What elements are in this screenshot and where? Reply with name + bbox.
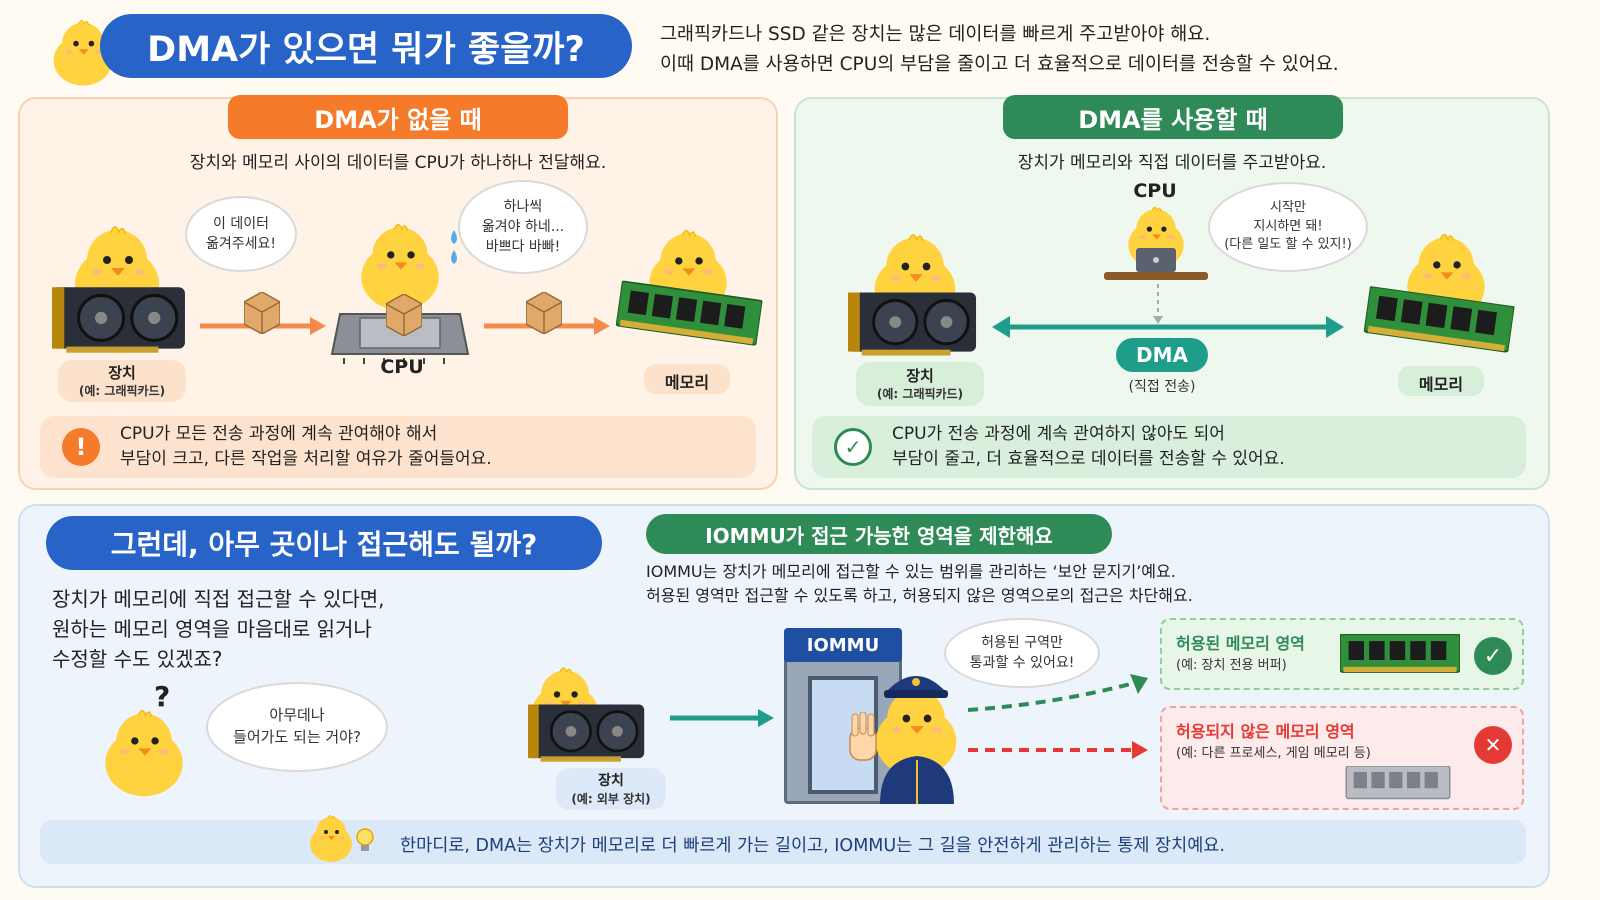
denied-dashed-arrow — [968, 741, 1148, 759]
cpu-bubble-line-3: 바쁘다 바빠! — [485, 239, 561, 256]
without-dma-note-line-1: CPU가 모든 전송 과정에 계속 관여해야 해서 — [120, 424, 438, 445]
stop-hand-icon — [849, 712, 877, 761]
allowed-memory-title: 허용된 메모리 영역 — [1176, 634, 1305, 653]
iommu-desc-line-1: IOMMU는 장치가 메모리에 접근할 수 있는 범위를 관리하는 ‘보안 문지… — [646, 562, 1176, 581]
with-dma-desc: 장치가 메모리와 직접 데이터를 주고받아요. — [1017, 153, 1327, 173]
access-bubble-line-2: 들어가도 되는 거야? — [233, 728, 361, 746]
cpu-bubble-line-2: 옮겨야 하네... — [481, 218, 565, 235]
graphics-card-icon — [52, 286, 187, 355]
arrow-device-to-iommu — [670, 709, 774, 727]
denied-memory-sub: (예: 다른 프로세스, 게임 메모리 등) — [1176, 746, 1371, 761]
guard-uniform — [880, 756, 954, 804]
iommu-desc: IOMMU는 장치가 메모리에 접근할 수 있는 범위를 관리하는 ‘보안 문지… — [646, 560, 1193, 608]
summary-bar — [40, 820, 1526, 864]
allowed-ram-icon — [1340, 634, 1460, 673]
access-question-line-3: 수정할 수도 있겠죠? — [52, 647, 223, 671]
device-label: 장치 — [108, 364, 136, 382]
laptop-desk-icon — [1104, 248, 1208, 280]
device-bubble-line-1: 이 데이터 — [213, 215, 269, 232]
external-device-sublabel: (예: 외부 장치) — [571, 792, 651, 806]
data-box-icon-2 — [526, 292, 562, 334]
sweat-icon — [451, 230, 457, 264]
dma-cpu-bubble-line-2: 지시하면 돼! — [1253, 218, 1323, 234]
dma-device-label: 장치 — [906, 367, 934, 385]
with-dma-note-line-1: CPU가 전송 과정에 계속 관여하지 않아도 되어 — [892, 424, 1225, 445]
dma-device-sublabel: (예: 그래픽카드) — [876, 387, 964, 401]
summary-chick — [309, 815, 353, 863]
cpu-label: CPU — [380, 356, 424, 378]
dma-memory-label-box — [1398, 366, 1484, 396]
intro-line-2: 이때 DMA를 사용하면 CPU의 부담을 줄이고 더 효율적으로 데이터를 전… — [660, 54, 1339, 75]
page-title: DMA가 있으면 뭐가 좋을까? — [100, 14, 632, 78]
header-intro: 그래픽카드나 SSD 같은 장치는 많은 데이터를 빠르게 주고받아야 해요. … — [660, 20, 1339, 80]
with-dma-title: DMA를 사용할 때 — [1003, 95, 1343, 139]
dma-device-label-box — [856, 362, 984, 406]
with-dma-note-text: CPU가 전송 과정에 계속 관여하지 않아도 되어 부담이 줄고, 더 효율적… — [892, 422, 1285, 471]
iommu-gate-label: IOMMU — [784, 628, 902, 662]
device-sublabel: (예: 그래픽카드) — [78, 384, 166, 398]
allowed-memory-sub: (예: 장치 전용 버퍼) — [1176, 658, 1287, 673]
without-dma-note-text: CPU가 모든 전송 과정에 계속 관여해야 해서 부담이 크고, 다른 작업을… — [120, 422, 492, 471]
dma-cpu-bubble-line-1: 시작만 — [1270, 199, 1306, 215]
device-label-box — [58, 360, 186, 402]
allowed-memory-region — [1160, 618, 1524, 690]
without-dma-note: ! CPU가 모든 전송 과정에 계속 관여해야 해서 부담이 크고, 다른 작… — [40, 416, 756, 478]
iommu-title: IOMMU가 접근 가능한 영역을 제한해요 — [646, 514, 1112, 554]
dma-memory-label: 메모리 — [1418, 375, 1464, 394]
dma-cpu-label: CPU — [1133, 180, 1177, 202]
dma-cpu-bubble-line-3: (다른 일도 할 수 있지!) — [1224, 237, 1352, 253]
question-mark-icon: ? — [154, 680, 171, 713]
warning-icon: ! — [62, 428, 100, 466]
iommu-bubble-line-2: 통과할 수 있어요! — [969, 655, 1075, 671]
access-question: 장치가 메모리에 직접 접근할 수 있다면, 원하는 메모리 영역을 마음대로 … — [52, 584, 385, 674]
access-title: 그런데, 아무 곳이나 접근해도 될까? — [46, 516, 602, 570]
cpu-dashed-connector — [1153, 284, 1163, 324]
denied-x-icon: ✕ — [1474, 726, 1512, 764]
external-device-label: 장치 — [598, 773, 624, 789]
without-dma-title: DMA가 없을 때 — [228, 95, 568, 139]
access-question-line-1: 장치가 메모리에 직접 접근할 수 있다면, — [52, 587, 385, 611]
iommu-bubble-line-1: 허용된 구역만 — [981, 634, 1063, 651]
allowed-dashed-arrow — [967, 674, 1148, 712]
denied-ram-icon — [1345, 766, 1451, 800]
confused-chick — [104, 709, 184, 797]
police-cap-icon — [884, 676, 948, 698]
summary-text: 한마디로, DMA는 장치가 메모리로 더 빠르게 가는 길이고, IOMMU는… — [400, 836, 1225, 856]
cpu-bubble-line-1: 하나씩 — [503, 198, 543, 215]
without-dma-note-line-2: 부담이 크고, 다른 작업을 처리할 여유가 줄어들어요. — [120, 449, 492, 469]
access-question-line-2: 원하는 메모리 영역을 마음대로 읽거나 — [52, 617, 372, 641]
external-device-gpu-icon — [528, 704, 646, 764]
with-dma-note-line-2: 부담이 줄고, 더 효율적으로 데이터를 전송할 수 있어요. — [892, 449, 1285, 469]
access-bubble-line-1: 아무데나 — [269, 706, 325, 725]
check-circle-icon: ✓ — [834, 428, 872, 466]
denied-memory-title: 허용되지 않은 메모리 영역 — [1176, 722, 1355, 741]
without-dma-desc: 장치와 메모리 사이의 데이터를 CPU가 하나하나 전달해요. — [189, 153, 607, 173]
intro-line-1: 그래픽카드나 SSD 같은 장치는 많은 데이터를 빠르게 주고받아야 해요. — [660, 24, 1211, 45]
memory-label-box — [644, 364, 730, 394]
with-dma-note: ✓ CPU가 전송 과정에 계속 관여하지 않아도 되어 부담이 줄고, 더 효… — [812, 416, 1526, 478]
external-device-label-box — [556, 768, 666, 810]
dma-sublabel: (직접 전송) — [1128, 379, 1196, 395]
carried-box-icon — [386, 294, 422, 336]
allowed-check-icon: ✓ — [1474, 637, 1512, 675]
dma-badge: DMA — [1116, 338, 1208, 372]
dma-bidirectional-arrow — [992, 316, 1344, 338]
device-bubble-line-2: 옮겨주세요! — [205, 236, 276, 252]
dma-graphics-card-icon — [848, 292, 978, 358]
lightbulb-icon — [356, 828, 374, 851]
denied-memory-region — [1160, 706, 1524, 810]
memory-label: 메모리 — [664, 373, 710, 392]
iommu-desc-line-2: 허용된 영역만 접근할 수 있도록 하고, 허용되지 않은 영역으로의 접근은 … — [646, 586, 1193, 605]
data-box-icon — [244, 292, 280, 334]
